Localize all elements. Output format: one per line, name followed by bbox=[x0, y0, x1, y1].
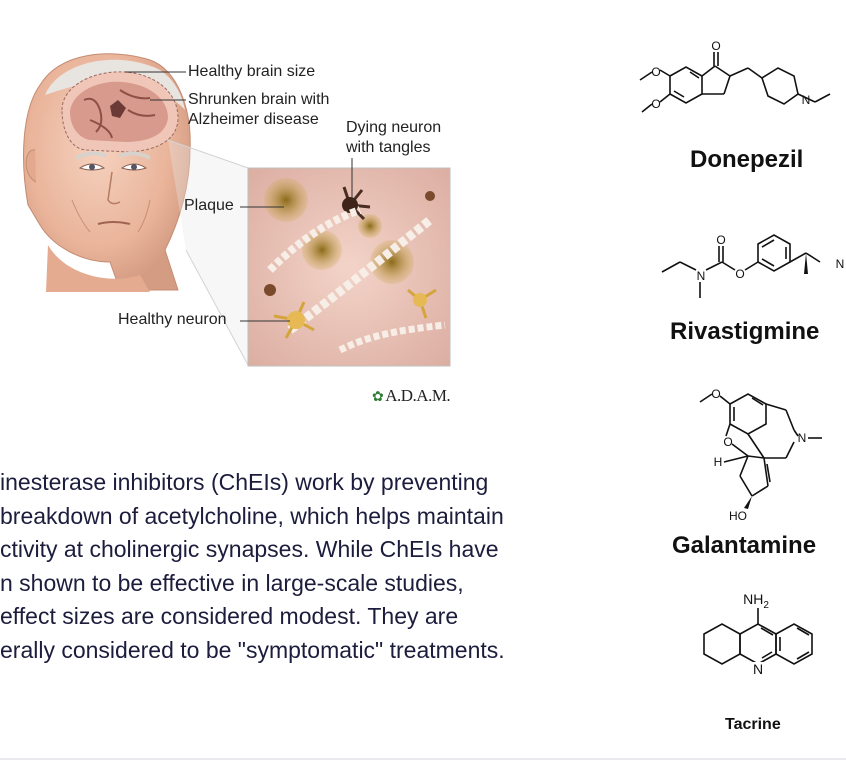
donepezil-ketone-o: O bbox=[711, 39, 720, 53]
donepezil-methoxy-o1: O bbox=[651, 65, 660, 79]
drug-name-tacrine: Tacrine bbox=[725, 716, 781, 733]
rivastigmine-carbonyl-o: O bbox=[716, 233, 725, 247]
galantamine-structure: O O H N HO bbox=[699, 387, 822, 523]
rivastigmine-carbamate-n: N bbox=[697, 269, 706, 283]
label-dying-neuron-line1: Dying neuron bbox=[346, 119, 442, 136]
body-line: inesterase inhibitors (ChEIs) work by pr… bbox=[0, 469, 489, 495]
donepezil-methoxy-o2: O bbox=[651, 97, 660, 111]
rivastigmine-ester-o: O bbox=[735, 267, 744, 281]
label-plaque: Plaque bbox=[184, 197, 234, 214]
body-line: n shown to be effective in large-scale s… bbox=[0, 569, 464, 596]
drug-name-galantamine: Galantamine bbox=[672, 532, 817, 559]
drug-name-rivastigmine: Rivastigmine bbox=[670, 318, 820, 345]
body-line: effect sizes are considered modest. They… bbox=[0, 603, 459, 629]
galantamine-n: N bbox=[798, 431, 807, 445]
adam-leaf-icon: ✿ bbox=[372, 390, 384, 405]
donepezil-structure: O O O N bbox=[639, 39, 831, 113]
bottom-divider bbox=[0, 758, 846, 760]
body-line: ctivity at cholinergic synapses. While C… bbox=[0, 536, 499, 562]
body-line: erally considered to be "symptomatic" tr… bbox=[0, 636, 505, 663]
tacrine-amine: NH2 bbox=[743, 591, 769, 611]
label-shrunken-brain-line1: Shrunken brain with bbox=[188, 91, 330, 108]
galantamine-methoxy-o: O bbox=[711, 387, 720, 401]
tacrine-structure: NH2 N bbox=[703, 591, 813, 677]
chei-description: inesterase inhibitors (ChEIs) work by pr… bbox=[0, 466, 620, 667]
galantamine-ring-o: O bbox=[723, 435, 732, 449]
adam-credit-text: A.D.A.M. bbox=[385, 386, 451, 405]
elderly-head bbox=[23, 53, 191, 292]
donepezil-n: N bbox=[802, 93, 811, 107]
drug-name-donepezil: Donepezil bbox=[690, 146, 804, 173]
tacrine-ring-n: N bbox=[753, 661, 763, 677]
galantamine-hydroxyl: HO bbox=[729, 509, 747, 523]
alzheimer-illustration bbox=[23, 53, 451, 367]
rivastigmine-amine-n: N bbox=[836, 257, 845, 271]
body-line: breakdown of acetylcholine, which helps … bbox=[0, 502, 504, 529]
galantamine-h: H bbox=[714, 455, 723, 469]
label-shrunken-brain-line2: Alzheimer disease bbox=[188, 111, 319, 128]
rivastigmine-structure: O O N N bbox=[661, 233, 845, 298]
adam-credit: ✿A.D.A.M. bbox=[372, 386, 451, 406]
label-healthy-brain-size: Healthy brain size bbox=[188, 63, 316, 80]
label-healthy-neuron: Healthy neuron bbox=[118, 311, 227, 328]
neuron-microscope-view bbox=[247, 167, 451, 367]
label-dying-neuron-line2: with tangles bbox=[346, 139, 431, 156]
tacrine-amine-subscript: 2 bbox=[763, 600, 769, 611]
